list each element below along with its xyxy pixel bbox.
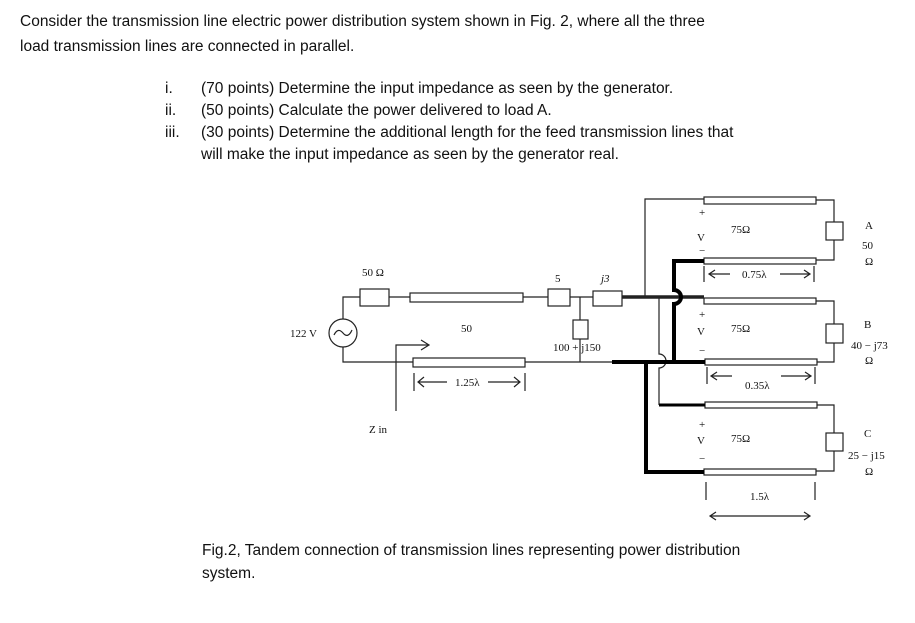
branch-b-line-top — [703, 297, 817, 305]
load-a-value: 50 — [862, 240, 874, 252]
load-a-name: A — [865, 220, 873, 232]
feed-length-label: 1.25λ — [455, 377, 480, 389]
load-a — [825, 221, 844, 241]
series-r-label: 5 — [555, 273, 561, 285]
plus-sign: + — [699, 419, 705, 431]
feed-line-bottom — [412, 357, 526, 368]
branch-b-z0: 75Ω — [731, 323, 750, 335]
labels: 122 V 50 Ω 50 1.25λ Z in 5 j3 100 + j150… — [290, 207, 888, 503]
load-b-value: 40 − j73 — [851, 340, 888, 352]
plus-sign: + — [699, 207, 705, 219]
branch-a-z0: 75Ω — [731, 224, 750, 236]
question-number: i. — [165, 80, 173, 97]
question-number: iii. — [165, 124, 180, 141]
plus-sign: + — [699, 309, 705, 321]
question-text: (70 points) Determine the input impedanc… — [201, 80, 674, 97]
thin-wires — [328, 196, 844, 521]
branch-c-line-top — [704, 401, 818, 409]
series-x-label: j3 — [599, 273, 610, 285]
voltage-label: V — [697, 326, 705, 338]
feed-line-top — [409, 292, 524, 303]
minus-sign: − — [699, 453, 705, 465]
intro-line-1: Consider the transmission line electric … — [20, 13, 705, 30]
question-text: will make the input impedance as seen by… — [201, 146, 619, 163]
figure-caption-line-2: system. — [202, 565, 256, 582]
intro-line-2: load transmission lines are connected in… — [20, 38, 355, 55]
branch-b-length: 0.35λ — [745, 380, 770, 392]
branch-a-line-bottom — [703, 257, 817, 265]
branch-a-length: 0.75λ — [742, 269, 767, 281]
minus-sign: − — [699, 345, 705, 357]
question-text: (30 points) Determine the additional len… — [201, 124, 734, 141]
series-reactor — [592, 290, 623, 307]
branch-c-length: 1.5λ — [750, 491, 770, 503]
branch-a-line-top — [703, 196, 817, 205]
figure-caption-line-1: Fig.2, Tandem connection of transmission… — [202, 542, 741, 559]
series-resistor — [547, 288, 571, 307]
branch-c-z0: 75Ω — [731, 433, 750, 445]
voltage-label: V — [697, 435, 705, 447]
thick-wires — [612, 259, 705, 474]
question-text: (50 points) Calculate the power delivere… — [201, 102, 552, 119]
source-resistor — [359, 288, 390, 307]
shunt-impedance — [572, 319, 589, 340]
load-b — [825, 323, 844, 344]
source-voltage-label: 122 V — [290, 328, 317, 340]
load-c-value: 25 − j15 — [848, 450, 885, 462]
branch-b-line-bottom — [704, 358, 818, 366]
feed-impedance-label: 50 — [461, 323, 473, 335]
load-c — [825, 432, 844, 452]
zin-label: Z in — [369, 424, 388, 436]
load-c-name: C — [864, 428, 871, 440]
source-resistance-label: 50 Ω — [362, 267, 384, 279]
load-b-name: B — [864, 319, 871, 331]
question-number: ii. — [165, 102, 177, 119]
load-c-ohm: Ω — [865, 466, 873, 478]
load-a-ohm: Ω — [865, 256, 873, 268]
load-b-ohm: Ω — [865, 355, 873, 367]
minus-sign: − — [699, 245, 705, 257]
voltage-label: V — [697, 232, 705, 244]
shunt-label: 100 + j150 — [553, 342, 601, 354]
branch-c-line-bottom — [703, 468, 817, 476]
